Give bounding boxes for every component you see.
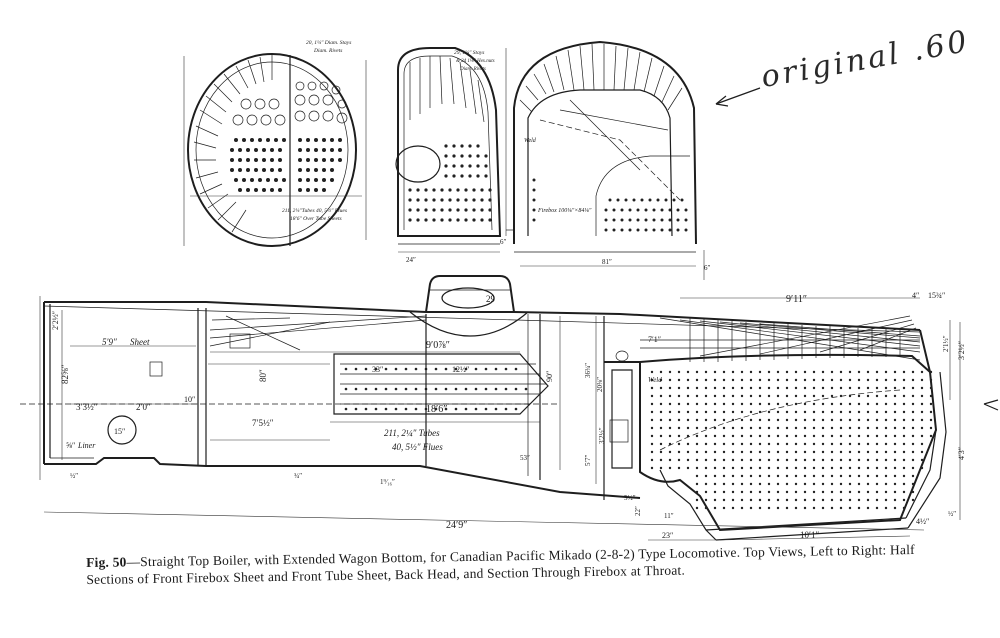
dim-4-3-label: 4′3″ [957,447,966,460]
weld-label: Weld [648,376,662,384]
dim-24-label: 24″ [406,256,416,264]
dim-half-b-label: ½″ [948,510,956,518]
front-sheet-stays-label: 20, 1¼″ Diam. Stays [306,40,351,46]
back-head-stays-2-label: & 24 1⅛″ Hex.nuts [456,59,495,64]
dim-15-3-label: 15¾″ [928,291,945,300]
dim-3-4-label: ¾″ [294,472,302,480]
back-head-view [395,47,507,253]
liner-frac-label: ⅝″ [66,441,75,450]
dim-2-1-label: 2′1½″ [942,335,950,352]
dim-81-label: 81″ [602,258,612,266]
dim-11-label: 11″ [664,512,674,520]
dim-5-7-label: 5′7″ [584,454,592,466]
dim-6b-label: 6″ [704,264,711,272]
dim-6a-label: 6″ [500,238,507,246]
annotation-arrow [715,87,761,105]
dim-3-2-label: 3′2½″ [957,341,966,360]
back-head-rivets-label: Diam. Rivets [459,67,486,72]
dim-20-label: 20⅜″ [596,377,604,392]
steam-dome [425,275,515,313]
liner-label: Liner [77,441,96,450]
sheet-label: Sheet [130,337,150,347]
dim-7-1-label: 7′1″ [648,335,661,344]
dim-10-1-label: 10′1″ [800,530,819,540]
dim-24-9-label: 24′9″ [446,520,467,531]
dim-10-label: 10″ [184,395,195,404]
flues-label: 40, 5½″ Flues [392,442,443,452]
dim-2-0-label: 2′0″ [136,402,151,412]
dim-half-a-label: ½″ [70,472,78,480]
front-sheet-rivets-label: Diam. Rivets [313,48,342,54]
firebox-throat-section [506,40,705,280]
figure-number: Fig. 50 [86,554,127,570]
tubes-label: 211, 2¼″ Tubes [384,428,440,438]
annotation-arrowhead [715,95,729,107]
tube-note-1: 211, 2¼″Tubes 40, 5½″ Flues [282,207,347,214]
dim-9-11-label: 9′11″ [786,294,807,305]
dim-12-label: 12½″ [452,365,469,374]
right-edge-arrow [983,399,999,411]
dim-22-label: 22″ [634,506,642,516]
throat-weld-label: Weld [524,138,537,144]
dim-3-3-label: 3′3½″ [76,402,98,412]
dim-4-5-label: 4½″ [916,517,929,526]
dim-7-5-label: 7′5½″ [252,418,274,428]
dome-dim-label: 29 [486,294,496,304]
boiler-side-elevation [20,275,999,541]
dim-53-label: 53″ [520,454,530,462]
dim-55-label: 5½″ [624,494,636,502]
firebox-staybolts [650,370,933,510]
front-sheet-half-section [183,53,367,247]
dim-5-9-label: 5′9″ [102,337,117,347]
dim-2-2-label: 2′2½″ [51,311,60,330]
dim-18-6-label: 18′6″ [426,404,447,415]
tube-note-2: 18′6″ Over Tube Sheets [290,216,342,222]
firebox-size-label: Firebox 100⅛″×84⅛″ [537,207,592,214]
dim-19-16-label: 1⁹⁄₁₆″ [380,478,395,486]
dim-32-label: 3′2½″ [598,427,606,444]
dim-80-label: 80″ [258,369,268,382]
dim-90-label: 90″ [545,371,554,382]
dim-36-label: 36¾″ [584,363,592,378]
dim-9-0-label: 9′0⅞″ [426,340,450,351]
back-head-stays-label: 29, 1¼″ Stays [454,50,484,56]
dim-82-label: 82⅝″ [60,364,70,384]
dim-4-label: 4″ [912,291,919,300]
dim-23-label: 23″ [662,531,673,540]
dim-33-label: 33″ [372,365,383,374]
dim-15-label: 15″ [114,427,125,436]
